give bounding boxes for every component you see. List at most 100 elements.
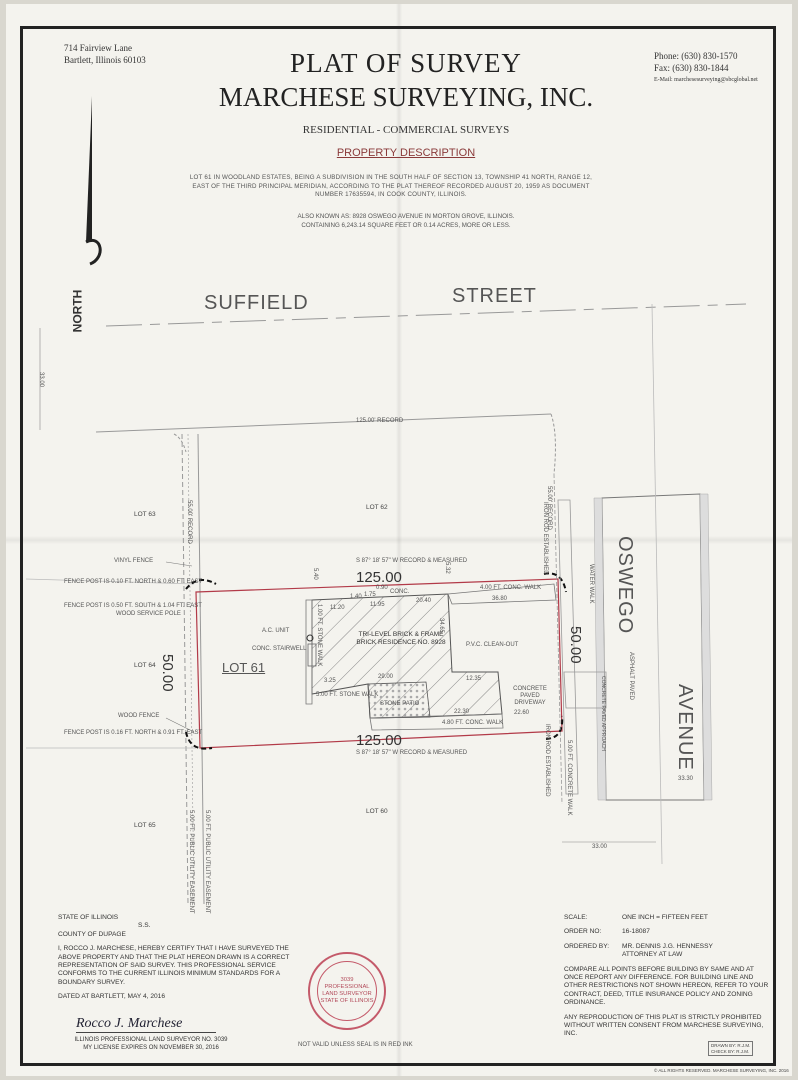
cert-county: COUNTY OF DUPAGE — [58, 930, 126, 938]
conc-walk-bottom-label: 4.80 FT. CONC. WALK — [442, 720, 504, 726]
easement-1-label: 5.00 FT. PUBLIC UTILITY EASEMENT — [188, 810, 194, 914]
record-125: 125.00' RECORD — [356, 418, 404, 424]
wood-fence-label: WOOD FENCE — [118, 713, 160, 719]
bearing-bottom-value: S 87° 18' 57" W — [356, 750, 399, 756]
easement-2-label: 5.00 FT. PUBLIC UTILITY EASEMENT — [204, 810, 210, 914]
drawn-by: DRAWN BY: R.J.M. — [711, 1043, 751, 1048]
dim-0-90: 0.90 — [376, 585, 388, 591]
conc-small-label: CONC. — [390, 589, 410, 595]
driveway-label: CONCRETE PAVED DRIVEWAY — [513, 686, 547, 706]
ordered-value-1: MR. DENNIS J.G. HENNESSY — [622, 942, 713, 950]
dim-top-125: 125.00 — [356, 569, 402, 586]
dim-34-65: 34.65 — [438, 618, 444, 634]
dim-3-25: 3.25 — [324, 678, 336, 684]
vinyl-fence-label: VINYL FENCE — [114, 558, 154, 564]
iron-rod-top-label: IRON ROD ESTABLISHED — [542, 502, 548, 575]
fence-post-2-label: FENCE POST IS 0.50 FT. SOUTH & 1.04 FT. … — [64, 603, 202, 609]
seal-line-2: LAND SURVEYOR — [322, 991, 372, 997]
reproduction-notice: ANY REPRODUCTION OF THIS PLAT IS STRICTL… — [564, 1013, 764, 1038]
dim-22-60: 22.60 — [514, 710, 530, 716]
bearing-top-note: RECORD & MEASURED — [399, 558, 468, 564]
conc-stairwell-label: CONC. STAIRWELL — [252, 646, 307, 652]
aka-line: ALSO KNOWN AS: 8928 OSWEGO AVENUE IN MOR… — [297, 213, 515, 220]
stone-walk-bottom-label: 5.00 FT. STONE WALK — [316, 692, 379, 698]
dim-left-50: 50.00 — [159, 654, 176, 692]
order-label: ORDER NO: — [564, 928, 602, 936]
asphalt-label: ASPHALT PAVED — [628, 652, 634, 700]
cert-body: I, ROCCO J. MARCHESE, HEREBY CERTIFY THA… — [58, 945, 290, 986]
compare-notice: COMPARE ALL POINTS BEFORE BUILDING BY SA… — [564, 965, 769, 1007]
email: E-Mail: marchesesurveying@sbcglobal.net — [654, 77, 758, 83]
legal-description: LOT 61 IN WOODLAND ESTATES, BEING A SUBD… — [189, 174, 593, 199]
company-contact: Phone: (630) 830-1570 Fax: (630) 830-184… — [654, 50, 758, 86]
plat-drawing — [25, 303, 747, 905]
check-by: CHECK BY: R.J.M. — [711, 1048, 750, 1054]
conc-walk-public-label: 5.00 FT. CONCRETE WALK — [566, 740, 572, 816]
seal-line-1: PROFESSIONAL — [324, 984, 370, 990]
stone-patio-label: STONE PATIO — [380, 701, 420, 707]
conc-walk-top-label: 4.00 FT. CONC. WALK — [480, 585, 542, 591]
bearing-top-value: S 87° 18' 57" W — [356, 558, 399, 564]
wood-pole-label: WOOD SERVICE POLE — [116, 611, 181, 617]
lot-62-label: LOT 62 — [366, 504, 388, 511]
border-frame — [20, 26, 776, 1066]
dim-5-40: 5.40 — [312, 568, 318, 580]
seal-line-3: STATE OF ILLINOIS — [320, 998, 374, 1004]
water-walk-label: WATER WALK — [588, 564, 594, 604]
drawn-check-box: DRAWN BY: R.J.M. CHECK BY: R.J.M. — [708, 1041, 754, 1057]
address-line-2: Bartlett, Illinois 60103 — [64, 55, 146, 65]
area-line: CONTAINING 6,243.14 SQUARE FEET OR 0.14 … — [301, 221, 511, 229]
residence-label: TRI-LEVEL BRICK & FRAME BRICK RESIDENCE … — [346, 631, 456, 647]
lot-61-label: LOT 61 — [222, 660, 266, 675]
iron-rod-bottom-label: IRON ROD ESTABLISHED — [544, 724, 550, 797]
north-arrow-icon — [85, 96, 102, 266]
lot-65-label: LOT 65 — [134, 822, 156, 829]
dim-1-75: 1.75 — [364, 592, 376, 598]
bearing-bottom: S 87° 18' 57" W RECORD & MEASURED — [356, 750, 467, 756]
company-name: MARCHESE SURVEYING, INC. — [218, 82, 594, 112]
dim-12-35: 12.35 — [466, 676, 482, 682]
survey-sheet: 714 Fairview Lane Bartlett, Illinois 601… — [6, 4, 792, 1076]
dim-11-20: 11.20 — [330, 605, 345, 611]
street-name-suffield: SUFFIELD — [204, 292, 309, 314]
fax: Fax: (630) 830-1844 — [654, 63, 729, 73]
phone: Phone: (630) 830-1570 — [654, 51, 738, 61]
record-33-left: 33.00 — [38, 372, 44, 388]
avenue-name-oswego: OSWEGO — [614, 536, 636, 635]
ordered-row: ORDERED BY:MR. DENNIS J.G. HENNESSY — [564, 943, 774, 951]
dim-22-30: 22.30 — [454, 709, 470, 715]
lot-60-label: LOT 60 — [366, 808, 388, 815]
surveyor-signature: Rocco J. Marchese — [76, 1016, 216, 1033]
record-55-left: 55.00' RECORD — [186, 500, 192, 544]
dim-11-95: 11.95 — [370, 602, 385, 608]
surveyor-seal: 3039 PROFESSIONAL LAND SURVEYOR STATE OF… — [308, 952, 386, 1030]
dim-5-32: 5.32 — [444, 562, 450, 574]
section-heading: PROPERTY DESCRIPTION — [336, 147, 476, 159]
rights-notice: © ALL RIGHTS RESERVED. MARCHESE SURVEYIN… — [654, 1068, 789, 1073]
scale-label: SCALE: — [564, 914, 588, 921]
license-info: ILLINOIS PROFESSIONAL LAND SURVEYOR NO. … — [66, 1037, 236, 1052]
street-name-street: STREET — [452, 285, 537, 307]
fence-post-3-label: FENCE POST IS 0.16 FT. NORTH & 0.91 FT. … — [64, 730, 203, 736]
lot-64-label: LOT 64 — [134, 662, 156, 669]
dim-36-80: 36.80 — [492, 596, 508, 602]
seal-notice: NOT VALID UNLESS SEAL IS IN RED INK — [298, 1042, 413, 1048]
seal-inner: 3039 PROFESSIONAL LAND SURVEYOR STATE OF… — [317, 961, 377, 1021]
record-33-bottom: 33.00 — [592, 844, 608, 850]
order-value: 16-18087 — [622, 928, 650, 936]
document-title: PLAT OF SURVEY — [290, 48, 522, 78]
bearing-bottom-note: RECORD & MEASURED — [399, 750, 468, 756]
scale-value: ONE INCH = FIFTEEN FEET — [622, 914, 708, 921]
pvc-cleanout-label: P.V.C. CLEAN-OUT — [466, 642, 519, 648]
seal-number: 3039 — [340, 977, 354, 983]
stone-walk-top-label: 1.00 FT. STONE WALK — [316, 604, 322, 667]
lot-63-label: LOT 63 — [134, 511, 156, 518]
dim-right-50: 50.00 — [567, 626, 584, 664]
residence-line-1: TRI-LEVEL BRICK & FRAME — [358, 631, 444, 638]
cert-dated: DATED AT BARTLETT, MAY 4, 2016 — [58, 993, 166, 1001]
ac-unit-label: A.C. UNIT — [262, 628, 290, 634]
license-line-1: ILLINOIS PROFESSIONAL LAND SURVEYOR NO. … — [74, 1037, 228, 1043]
ordered-value-2: ATTORNEY AT LAW — [622, 951, 683, 959]
address-line-1: 714 Fairview Lane — [64, 43, 132, 53]
license-line-2: MY LICENSE EXPIRES ON NOVEMBER 30, 2016 — [83, 1044, 219, 1051]
